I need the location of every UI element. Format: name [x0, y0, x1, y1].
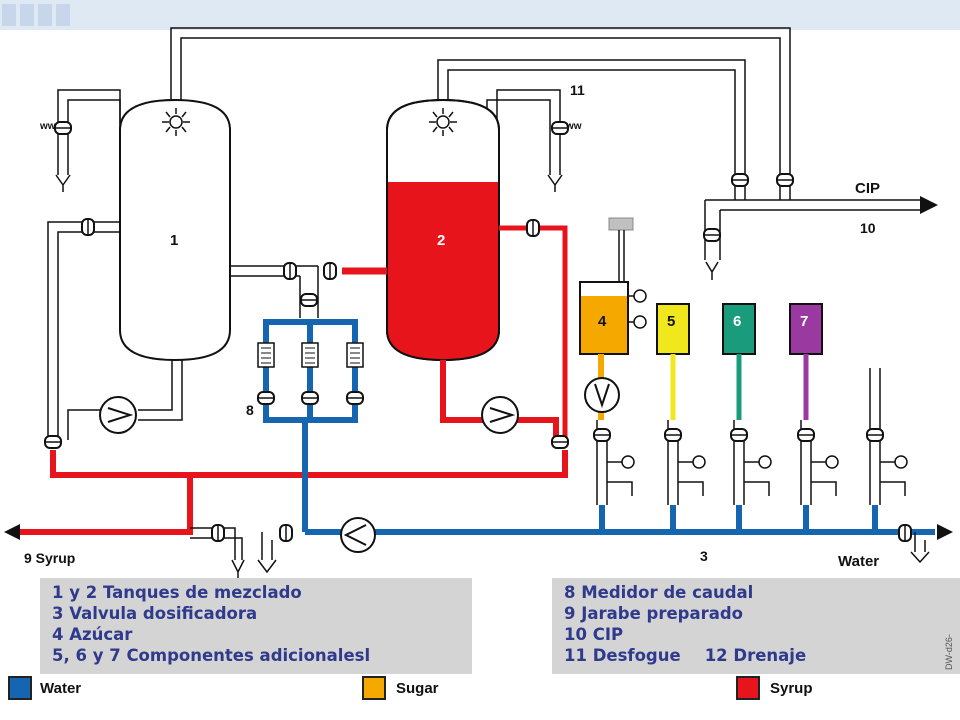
tank-5-label: 5 [667, 313, 676, 330]
dosing-number: 3 [700, 548, 708, 564]
blue-stubs [599, 505, 878, 532]
transfer-pipe [230, 265, 319, 318]
sugar-swatch [362, 676, 386, 700]
band-square [20, 4, 34, 26]
drain-y-icons [55, 174, 719, 280]
spray-ball-icon [162, 108, 457, 136]
legend-box-right: 8 Medidor de caudal 9 Jarabe preparado 1… [552, 578, 960, 674]
legend-line: 3 Valvula dosificadora [52, 604, 258, 623]
cip-arrow-icon [920, 196, 938, 214]
syrup-arrow-icon [4, 524, 20, 540]
tank-7-label: 7 [800, 313, 809, 330]
legend-line: 1 y 2 Tanques de mezclado [52, 583, 302, 602]
additive-tank-6 [722, 303, 756, 355]
tank2-recirc [440, 360, 485, 423]
vent-label: ww [40, 121, 56, 132]
syrup-main-line [20, 450, 568, 535]
flowmeter-manifold [263, 319, 358, 423]
cip-label: CIP [855, 180, 881, 197]
cip-number: 10 [860, 220, 876, 236]
tank-1 [119, 98, 231, 362]
legend-line: 11 Desfogue 12 Drenaje [564, 645, 948, 666]
water-arrow-icon [937, 524, 953, 540]
water-swatch [8, 676, 32, 700]
syrup-branch [190, 527, 243, 560]
legend-line: 10 CIP [564, 625, 624, 644]
legend-box-left: 1 y 2 Tanques de mezclado 3 Valvula dosi… [40, 578, 472, 674]
additive-tank-5 [656, 303, 690, 355]
cip-return-pipes [170, 27, 791, 200]
top-band [0, 0, 960, 30]
vent-number: 11 [570, 82, 585, 98]
legend-line: 9 Jarabe preparado [564, 604, 744, 623]
water-main-line [302, 420, 935, 535]
legend-line: 8 Medidor de caudal [564, 583, 754, 602]
doser-valves [607, 455, 908, 496]
sugar-tank-4 [579, 217, 647, 355]
band-square [2, 4, 16, 26]
tank-1-label: 1 [170, 232, 179, 249]
legend-vent: 11 Desfogue [564, 646, 681, 665]
figure-stamp: DW-d26- [944, 634, 954, 670]
tank-2-label: 2 [437, 232, 446, 249]
band-square [56, 4, 70, 26]
tank2-return-pipe [499, 225, 568, 440]
legend-drain: 12 Drenaje [704, 646, 807, 665]
legend-line: 5, 6 y 7 Componentes adicionalesl [52, 646, 371, 665]
vent-label: ww [566, 121, 582, 132]
tank-2 [386, 98, 500, 362]
sugar-key-label: Sugar [396, 680, 439, 697]
water-key-label: Water [40, 680, 82, 697]
syrup-key-label: Syrup [770, 680, 813, 697]
syrup-outlet-label: 9 Syrup [24, 550, 76, 566]
water-drain [231, 532, 277, 580]
syrup-swatch [736, 676, 760, 700]
tank-4-label: 4 [598, 313, 607, 330]
cip-header [704, 199, 922, 260]
pump-icon [99, 377, 620, 553]
tank-6-label: 6 [733, 313, 742, 330]
pump-triangles [107, 383, 610, 546]
legend-line: 4 Azúcar [52, 625, 133, 644]
tank1-piping [47, 221, 183, 440]
flowmeter-icon [257, 342, 364, 368]
water-inlet-label: Water [838, 553, 880, 570]
flowmeter-label: 8 [246, 402, 254, 418]
band-square [38, 4, 52, 26]
